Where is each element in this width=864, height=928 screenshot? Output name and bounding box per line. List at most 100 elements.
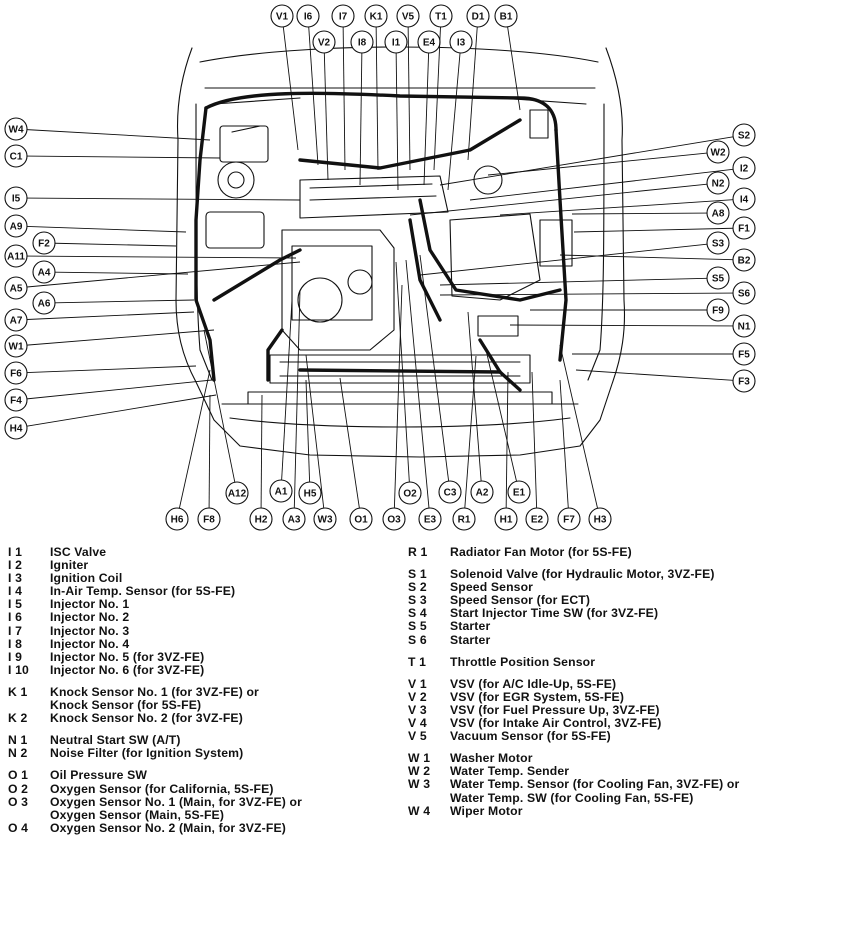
callout-label-h3: H3	[594, 515, 607, 526]
callout-circle-a11	[4, 244, 28, 268]
legend-code: W 1	[408, 751, 431, 766]
callout-label-e1: E1	[513, 488, 526, 499]
leader-line-f6	[26, 365, 197, 374]
callout-label-i1: I1	[392, 38, 401, 49]
callout-circle-i6	[296, 4, 320, 28]
callout-label-i3: I3	[457, 38, 466, 49]
legend-code: T 1	[408, 654, 427, 669]
legend-description: Igniter	[50, 558, 89, 573]
legend-code: V 5	[408, 729, 427, 744]
callout-circle-f9	[706, 298, 730, 322]
callout-circle-h5	[298, 481, 322, 505]
callout-label-d1: D1	[472, 12, 485, 23]
callout-label-v5: V5	[402, 12, 415, 23]
legend-description: Speed Sensor	[450, 580, 534, 595]
callout-circle-h2	[249, 507, 273, 531]
callout-label-n2: N2	[712, 179, 725, 190]
legend-code: I 2	[8, 558, 23, 573]
callout-label-b1: B1	[500, 12, 513, 23]
legend-description: Radiator Fan Motor (for 5S-FE)	[450, 545, 632, 559]
callout-label-a8: A8	[712, 209, 725, 220]
callout-label-h6: H6	[171, 515, 184, 526]
callout-circle-h6	[165, 507, 189, 531]
callout-label-w3: W3	[318, 515, 333, 526]
legend-code: S 2	[408, 580, 427, 595]
leader-line-a6	[54, 299, 195, 304]
callout-label-o1: O1	[354, 515, 368, 526]
callout-circle-f4	[4, 388, 28, 412]
callout-circle-a12	[225, 481, 249, 505]
legend-code: K 2	[8, 711, 28, 726]
callout-circle-f7	[557, 507, 581, 531]
leader-line-t1	[433, 26, 441, 171]
leader-line-c3	[419, 254, 450, 482]
callout-circle-i7	[331, 4, 355, 28]
leader-line-a12	[203, 329, 236, 483]
callout-circle-f3	[732, 369, 756, 393]
legend-row: Knock Sensor (for 5S-FE)	[8, 698, 388, 712]
leader-line-o3	[393, 284, 403, 509]
callout-label-t1: T1	[435, 12, 447, 23]
leader-line-f2	[54, 242, 177, 247]
leader-line-e3	[405, 259, 430, 509]
callout-label-v2: V2	[318, 38, 331, 49]
legend-code: O 2	[8, 781, 29, 796]
callout-label-f6: F6	[10, 369, 22, 380]
leader-line-s3	[419, 243, 708, 276]
legend-row: K 2 Knock Sensor No. 2 (for 3VZ-FE)	[8, 712, 388, 725]
leader-line-v1	[282, 26, 299, 151]
callout-label-f3: F3	[738, 377, 750, 388]
callout-circle-s2	[732, 123, 756, 147]
legend-description: VSV (for Intake Air Control, 3VZ-FE)	[450, 716, 662, 731]
legend-description: Water Temp. Sensor (for Cooling Fan, 3VZ…	[450, 777, 740, 792]
callout-label-a4: A4	[38, 268, 51, 279]
legend-code: I 7	[8, 623, 23, 638]
callout-circle-f8	[197, 507, 221, 531]
callout-circle-f6	[4, 361, 28, 385]
leader-line-w2	[487, 152, 708, 176]
callout-label-w2: W2	[711, 148, 726, 159]
callout-label-a3: A3	[288, 515, 301, 526]
callout-circle-a7	[4, 308, 28, 332]
legend-description: Noise Filter (for Ignition System)	[50, 746, 244, 761]
callout-circle-o1	[349, 507, 373, 531]
callout-circle-h1	[494, 507, 518, 531]
leader-line-a7	[26, 311, 195, 320]
leader-line-w3	[305, 354, 325, 509]
callout-circle-k1	[364, 4, 388, 28]
leader-line-s2	[439, 136, 734, 186]
callout-label-h2: H2	[255, 515, 268, 526]
callout-circle-o2	[398, 481, 422, 505]
callout-circle-v5	[396, 4, 420, 28]
legend-code: K 1	[8, 684, 28, 699]
callout-circle-n1	[732, 314, 756, 338]
leader-line-f3	[575, 369, 734, 381]
leader-line-a5	[26, 261, 301, 288]
leader-line-f1	[573, 227, 734, 233]
callout-circle-w4	[4, 117, 28, 141]
legend-description: Knock Sensor No. 2 (for 3VZ-FE)	[50, 711, 243, 726]
callout-label-s5: S5	[712, 274, 725, 285]
callout-circle-v2	[312, 30, 336, 54]
callout-circle-e3	[418, 507, 442, 531]
callout-label-s6: S6	[738, 289, 751, 300]
leader-line-d1	[467, 26, 478, 161]
callout-circle-n2	[706, 171, 730, 195]
legend-code: S 3	[408, 593, 427, 608]
leader-line-h4	[26, 394, 217, 427]
legend-description: Injector No. 3	[50, 623, 130, 638]
callout-circle-a9	[4, 214, 28, 238]
leader-line-a8	[571, 212, 708, 215]
callout-circle-i2	[732, 156, 756, 180]
leader-line-a4	[54, 271, 189, 275]
